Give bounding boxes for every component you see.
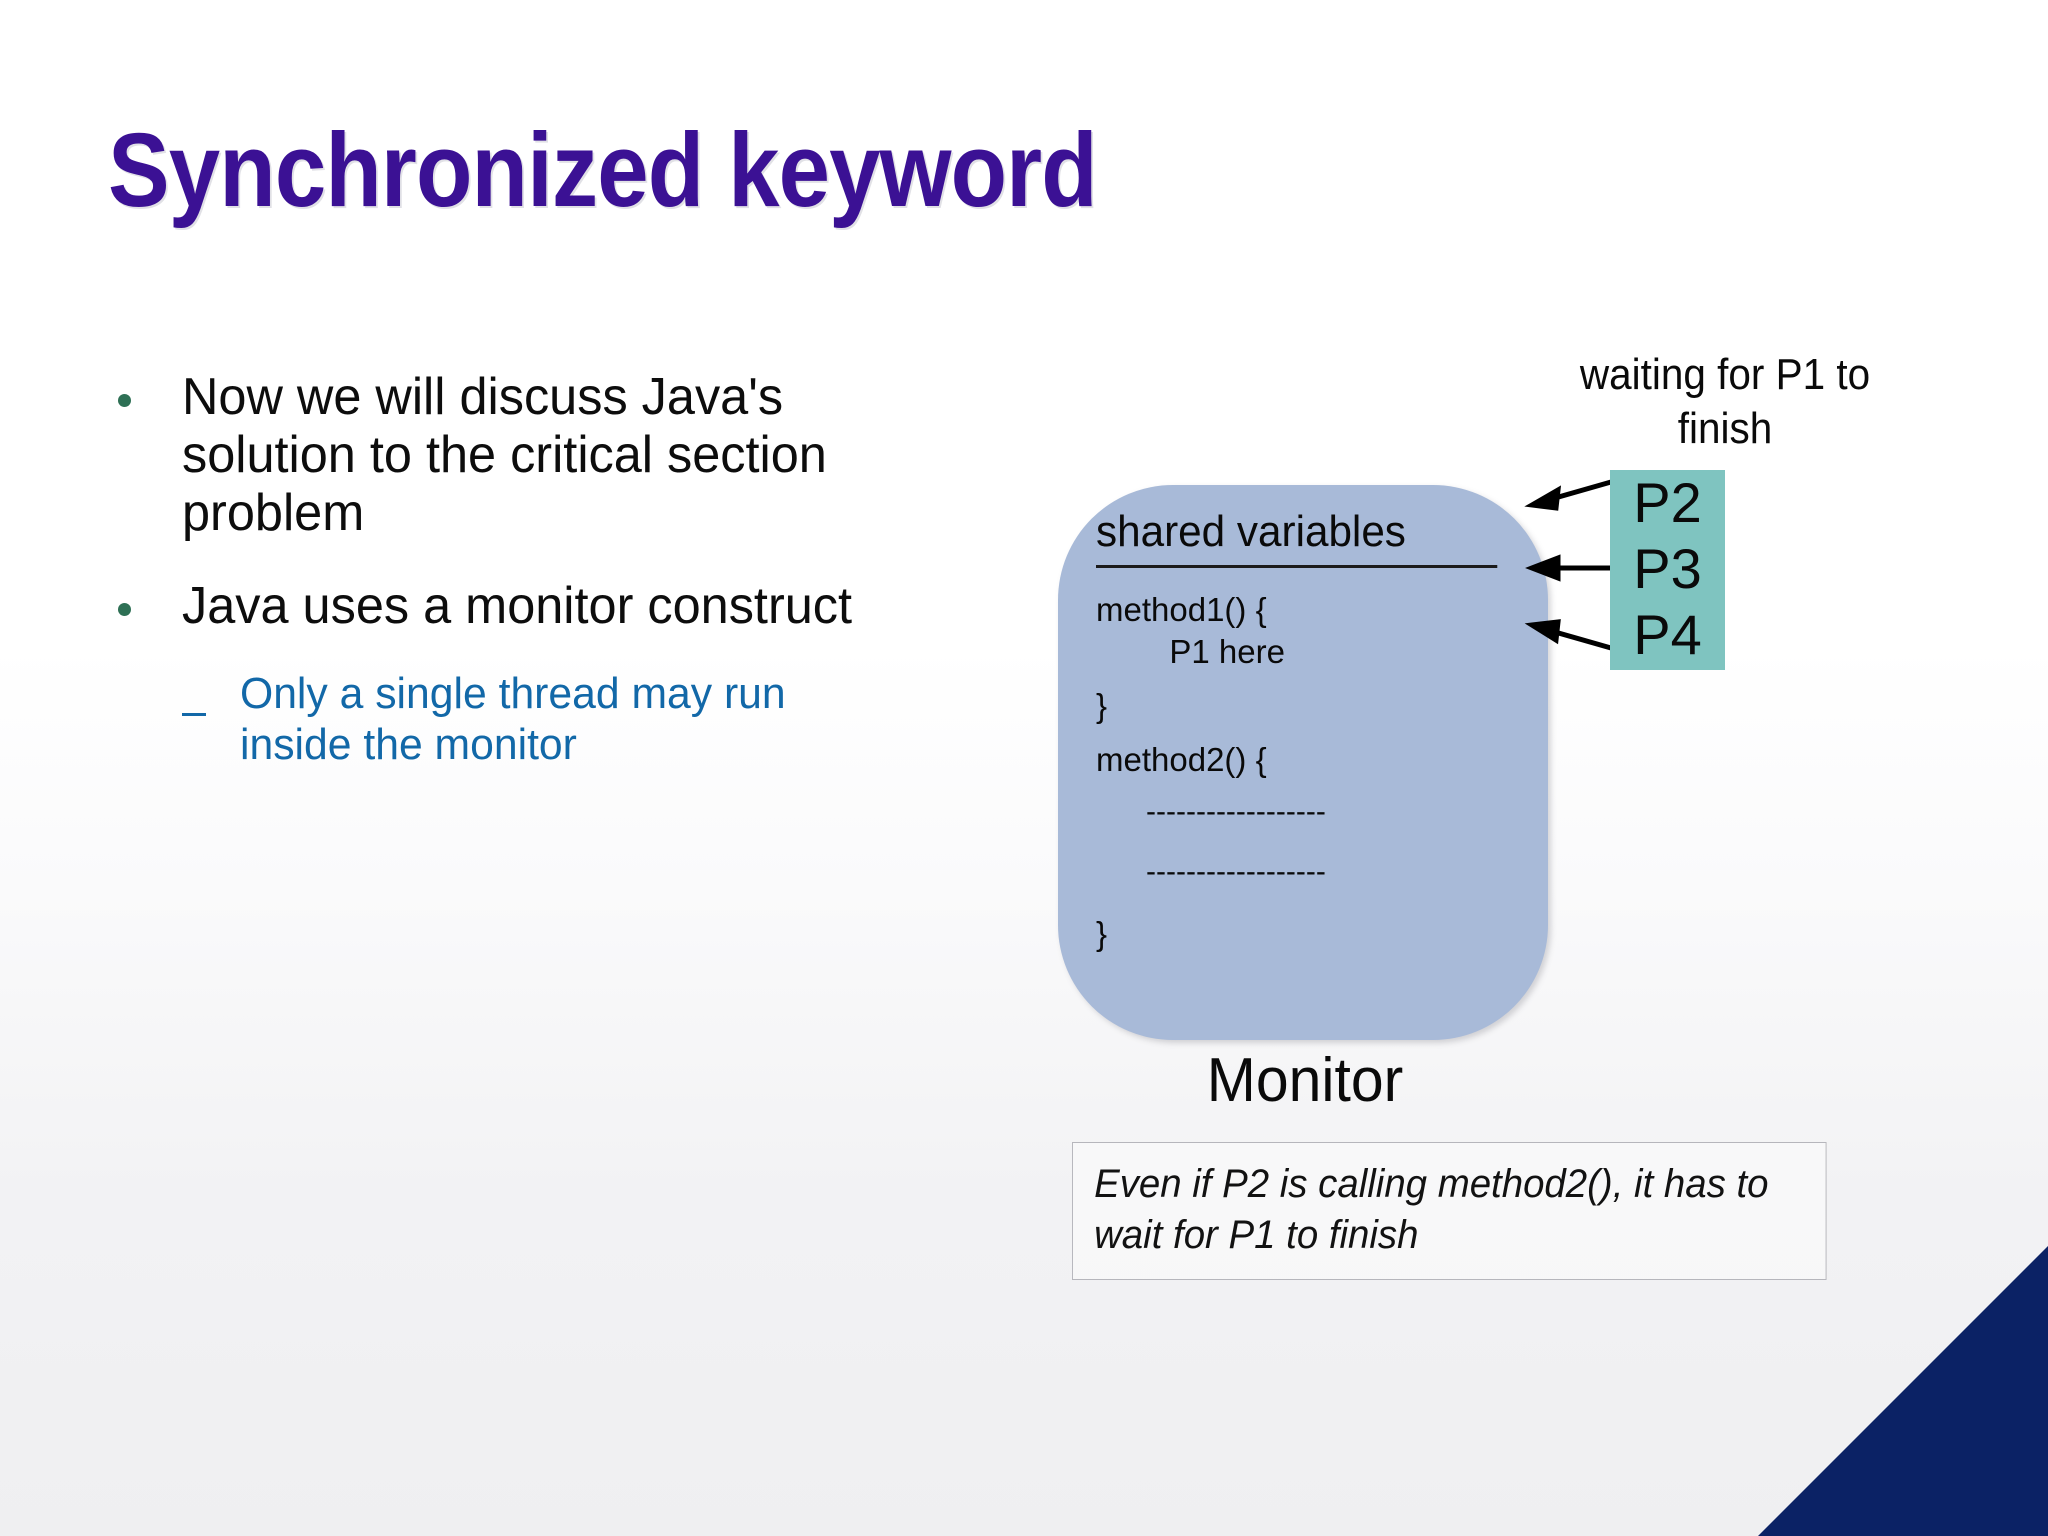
bullet-dot-icon bbox=[118, 394, 131, 407]
bullet-text: Java uses a monitor construct bbox=[182, 576, 853, 635]
waiting-label: waiting for P1 to finish bbox=[1579, 350, 1871, 453]
page-title: Synchronized keyword bbox=[108, 112, 1098, 229]
queue-process: P4 bbox=[1633, 603, 1702, 666]
code-line: method1() { bbox=[1096, 591, 1267, 628]
corner-accent-triangle bbox=[1758, 1246, 2048, 1536]
monitor-box: shared variables method1() { P1 here } m… bbox=[1058, 485, 1548, 1040]
code-line: ------------------ bbox=[1096, 795, 1326, 828]
list-item: Now we will discuss Java's solution to t… bbox=[108, 368, 898, 543]
monitor-code-block: method1() { P1 here } method2() { ------… bbox=[1096, 593, 1526, 959]
bullet-text: Now we will discuss Java's solution to t… bbox=[182, 368, 827, 543]
code-line: } bbox=[1096, 915, 1108, 952]
code-line: P1 here bbox=[1096, 633, 1285, 670]
code-line: method2() { bbox=[1096, 741, 1267, 778]
shared-variables-header: shared variables bbox=[1096, 507, 1498, 568]
waiting-queue: P2 P3 P4 bbox=[1610, 470, 1725, 670]
bullet-marker bbox=[108, 577, 182, 621]
bullet-dash-icon bbox=[182, 712, 206, 716]
sub-bullet-marker bbox=[182, 669, 240, 723]
monitor-diagram: shared variables method1() { P1 here } m… bbox=[1020, 350, 1950, 1115]
bullet-marker bbox=[108, 368, 182, 412]
note-callout: Even if P2 is calling method2(), it has … bbox=[1072, 1142, 1827, 1281]
monitor-caption: Monitor bbox=[1206, 1046, 1404, 1115]
sub-list-item: Only a single thread may run inside the … bbox=[182, 669, 898, 770]
queue-process: P2 bbox=[1633, 471, 1702, 534]
bullet-dot-icon bbox=[118, 602, 131, 616]
code-line: } bbox=[1096, 687, 1108, 724]
queue-process: P3 bbox=[1633, 537, 1702, 600]
bullet-list: Now we will discuss Java's solution to t… bbox=[108, 368, 898, 770]
list-item: Java uses a monitor construct bbox=[108, 577, 898, 635]
code-line: ------------------ bbox=[1096, 855, 1326, 888]
sub-bullet-text: Only a single thread may run inside the … bbox=[240, 668, 786, 769]
